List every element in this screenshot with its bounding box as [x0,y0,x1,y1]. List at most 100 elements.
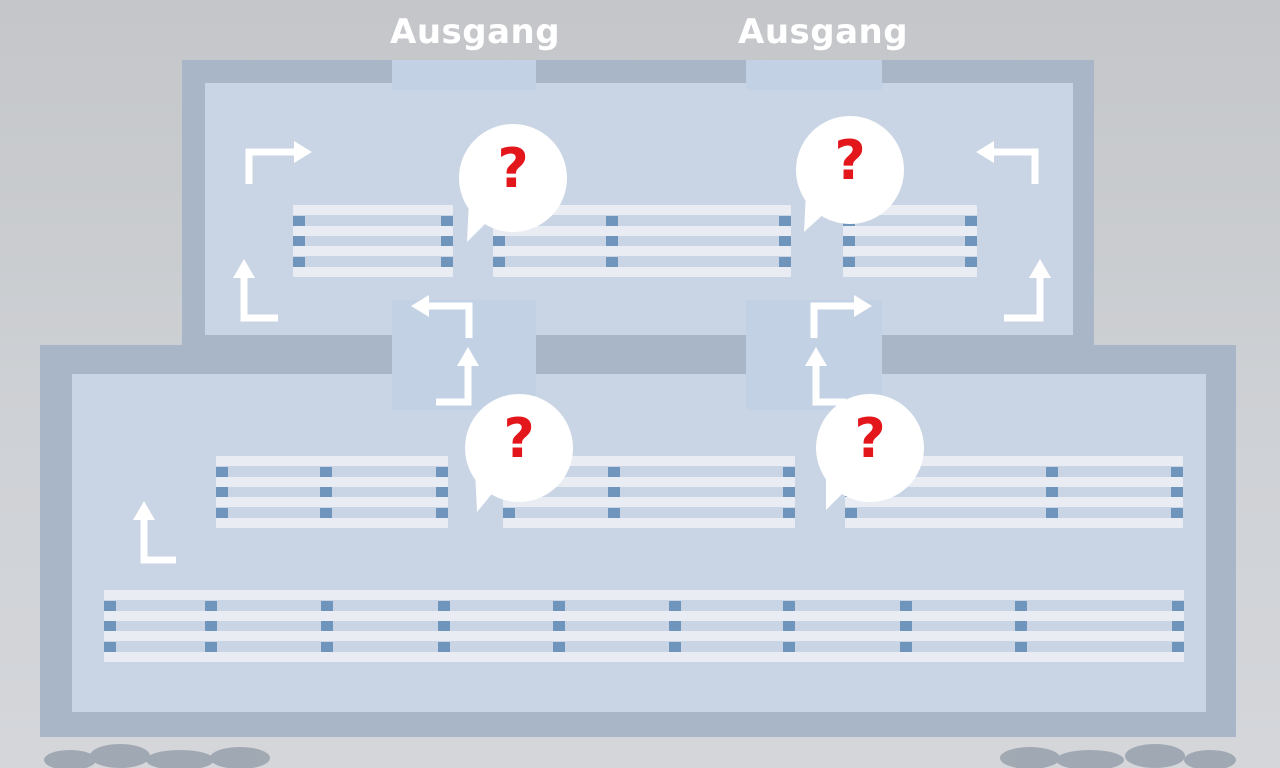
bench-row [293,246,453,256]
bench-stud [493,236,505,246]
bench-stud [669,642,681,652]
bench-row [293,205,453,215]
bench-row [845,456,1183,466]
question-bubble: ? [465,394,573,512]
bench-block [293,205,453,279]
question-bubble: ? [796,116,904,232]
bench-stud [783,467,795,477]
bench-stud [669,601,681,611]
right-angle-arrow-icon [1004,259,1051,322]
bench-stud [436,508,448,518]
bench-stud [436,487,448,497]
bench-stud [1171,487,1183,497]
exit-label-right: Ausgang [738,12,909,52]
bench-stud [293,236,305,246]
bench-stud [608,467,620,477]
bench-stud [321,601,333,611]
bench-stud [1015,601,1027,611]
bench-stud [608,508,620,518]
right-angle-arrow-icon [245,141,312,184]
bench-row [503,477,795,487]
question-mark: ? [503,407,535,470]
bench-stud [1171,508,1183,518]
right-angle-arrow-icon [976,141,1039,184]
bench-stud [553,642,565,652]
bench-stud [606,216,618,226]
bench-row [843,246,977,256]
bench-stud [845,508,857,518]
bench-stud [1172,642,1184,652]
right-angle-arrow-icon [411,295,473,338]
bench-stud [553,601,565,611]
bench-block [104,590,1184,664]
bench-row [104,631,1184,641]
bench-stud [320,467,332,477]
bench-stud [1015,642,1027,652]
question-bubble: ? [459,124,567,242]
bench-row [845,518,1183,528]
bench-row [216,477,448,487]
question-bubble: ? [816,394,924,510]
bench-stud [104,621,116,631]
bench-stud [843,236,855,246]
bench-stud [438,642,450,652]
bench-stud [205,621,217,631]
bench-stud [779,216,791,226]
bench-stud [321,642,333,652]
bench-stud [783,642,795,652]
question-mark: ? [497,137,529,200]
exit-label-left: Ausgang [390,12,561,52]
plant-decoration-icon [44,744,270,768]
bench-row [216,456,448,466]
bench-stud [293,216,305,226]
speech-bubble-icon [459,124,567,242]
bench-stud [493,257,505,267]
bench-stud [783,508,795,518]
bench-row [493,226,791,236]
bench-stud [669,621,681,631]
bench-row [104,652,1184,662]
bench-row [293,226,453,236]
bench-stud [104,601,116,611]
right-angle-arrow-icon [810,295,872,338]
bench-stud [900,621,912,631]
bench-stud [606,257,618,267]
bench-stud [965,216,977,226]
question-mark: ? [834,129,866,192]
bench-stud [1046,467,1058,477]
bench-row [216,497,448,507]
bench-row [845,497,1183,507]
bench-stud [1172,621,1184,631]
right-angle-arrow-icon [805,347,846,406]
bench-stud [606,236,618,246]
bench-row [493,246,791,256]
bench-row [216,518,448,528]
bench-stud [205,642,217,652]
speech-bubble-icon [796,116,904,232]
bench-block [216,456,448,530]
bench-stud [441,257,453,267]
question-mark: ? [854,407,886,470]
exit-opening-left [392,60,536,90]
bench-row [493,205,791,215]
bench-stud [320,508,332,518]
bench-stud [438,601,450,611]
bench-stud [441,236,453,246]
bench-stud [205,601,217,611]
bench-row [843,205,977,215]
bench-stud [1172,601,1184,611]
speech-bubble-icon [816,394,924,510]
bench-stud [436,467,448,477]
bench-stud [965,257,977,267]
bench-row [503,497,795,507]
bench-stud [1015,621,1027,631]
bench-stud [900,601,912,611]
bench-stud [1046,508,1058,518]
bench-stud [104,642,116,652]
bench-stud [779,236,791,246]
speech-bubble-icon [465,394,573,512]
bench-stud [321,621,333,631]
bench-stud [293,257,305,267]
bench-stud [441,216,453,226]
bench-stud [438,621,450,631]
